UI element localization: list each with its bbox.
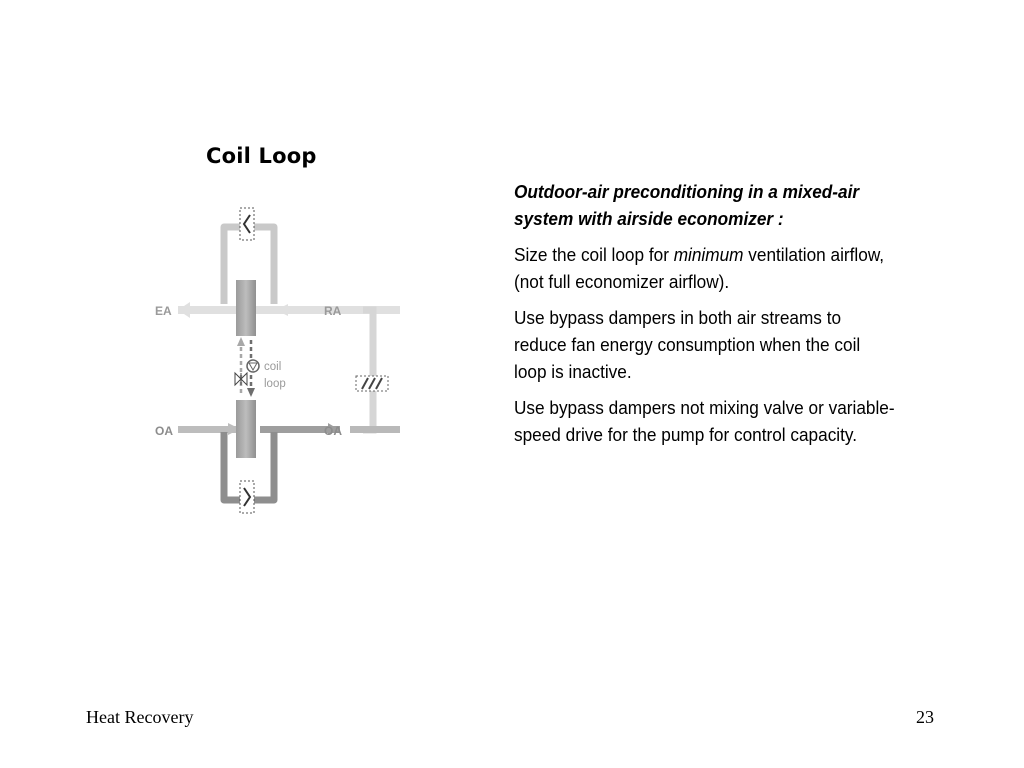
page-number: 23 [916, 707, 934, 727]
outdoor-air-bypass-duct [355, 306, 389, 434]
label-ea: EA [155, 304, 172, 318]
paragraph-coil-sizing-start: Size the coil loop for [514, 244, 674, 265]
exhaust-bypass-damper-icon [239, 207, 255, 241]
pump-icon [246, 359, 260, 373]
paragraph-bypass-dampers: Use bypass dampers in both air streams t… [514, 307, 861, 382]
label-coil: coil [264, 361, 281, 373]
emphasis-minimum: minimum [673, 244, 744, 265]
slide-body: Outdoor-air preconditioning in a mixed-a… [514, 178, 895, 457]
supply-bypass-damper-icon [239, 480, 255, 514]
paragraph-capacity-control: Use bypass dampers not mixing valve or v… [514, 397, 895, 445]
label-oa-left: OA [155, 424, 173, 438]
paragraph-coil-sizing: Size the coil loop for minimum ventilati… [514, 241, 895, 295]
exhaust-coil [236, 280, 256, 336]
footer-title: Heat Recovery [86, 707, 194, 727]
supply-coil [236, 400, 256, 458]
coil-loop-piping [237, 337, 255, 397]
paragraph-coil-sizing-end: ventilation airflow, (not full economize… [514, 244, 885, 292]
label-ra: RA [324, 304, 342, 318]
label-loop: loop [264, 378, 286, 390]
label-oa-right: OA [324, 424, 342, 438]
slide-title: Coil Loop [206, 144, 317, 168]
control-valve-icon [234, 371, 248, 387]
lead-paragraph: Outdoor-air preconditioning in a mixed-a… [514, 181, 860, 229]
coil-loop-diagram: EA RA OA OA coil loop [155, 207, 400, 514]
supply-airstream [178, 423, 400, 435]
exhaust-airstream [178, 302, 400, 318]
